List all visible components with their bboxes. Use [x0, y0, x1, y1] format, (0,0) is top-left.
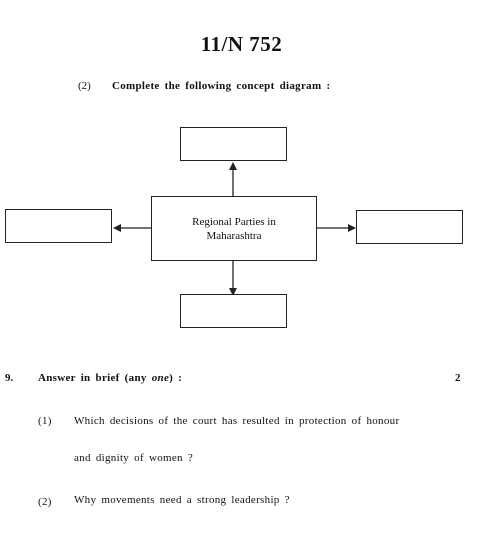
answer-box-top[interactable]: [180, 127, 287, 161]
center-text-line2: Maharashtra: [206, 229, 262, 242]
answer-box-right[interactable]: [356, 210, 463, 244]
heading-emphasis: one: [151, 372, 170, 384]
subquestion-2-line1: Why movements need a strong leadership ?: [74, 494, 290, 506]
heading-suffix: ) :: [169, 372, 183, 384]
subquestion-1-line1: Which decisions of the court has resulte…: [74, 415, 400, 427]
question-9-marks: 2: [455, 372, 461, 384]
answer-box-left[interactable]: [5, 209, 112, 243]
question-9-heading: Answer in brief (any one) :: [38, 372, 182, 384]
question-9-number: 9.: [5, 372, 14, 384]
subquestion-1-line2: and dignity of women ?: [74, 452, 194, 464]
answer-box-bottom[interactable]: [180, 294, 287, 328]
paper-code: 11/N 752: [200, 32, 283, 56]
center-box: Regional Parties in Maharashtra: [151, 196, 317, 261]
question-2-number: (2): [78, 80, 91, 92]
subquestion-2-number: (2): [38, 496, 52, 508]
question-2-instruction: Complete the following concept diagram :: [112, 80, 331, 92]
center-text-line1: Regional Parties in: [192, 215, 276, 228]
subquestion-1-number: (1): [38, 415, 52, 427]
heading-prefix: Answer in brief (any: [38, 372, 147, 384]
